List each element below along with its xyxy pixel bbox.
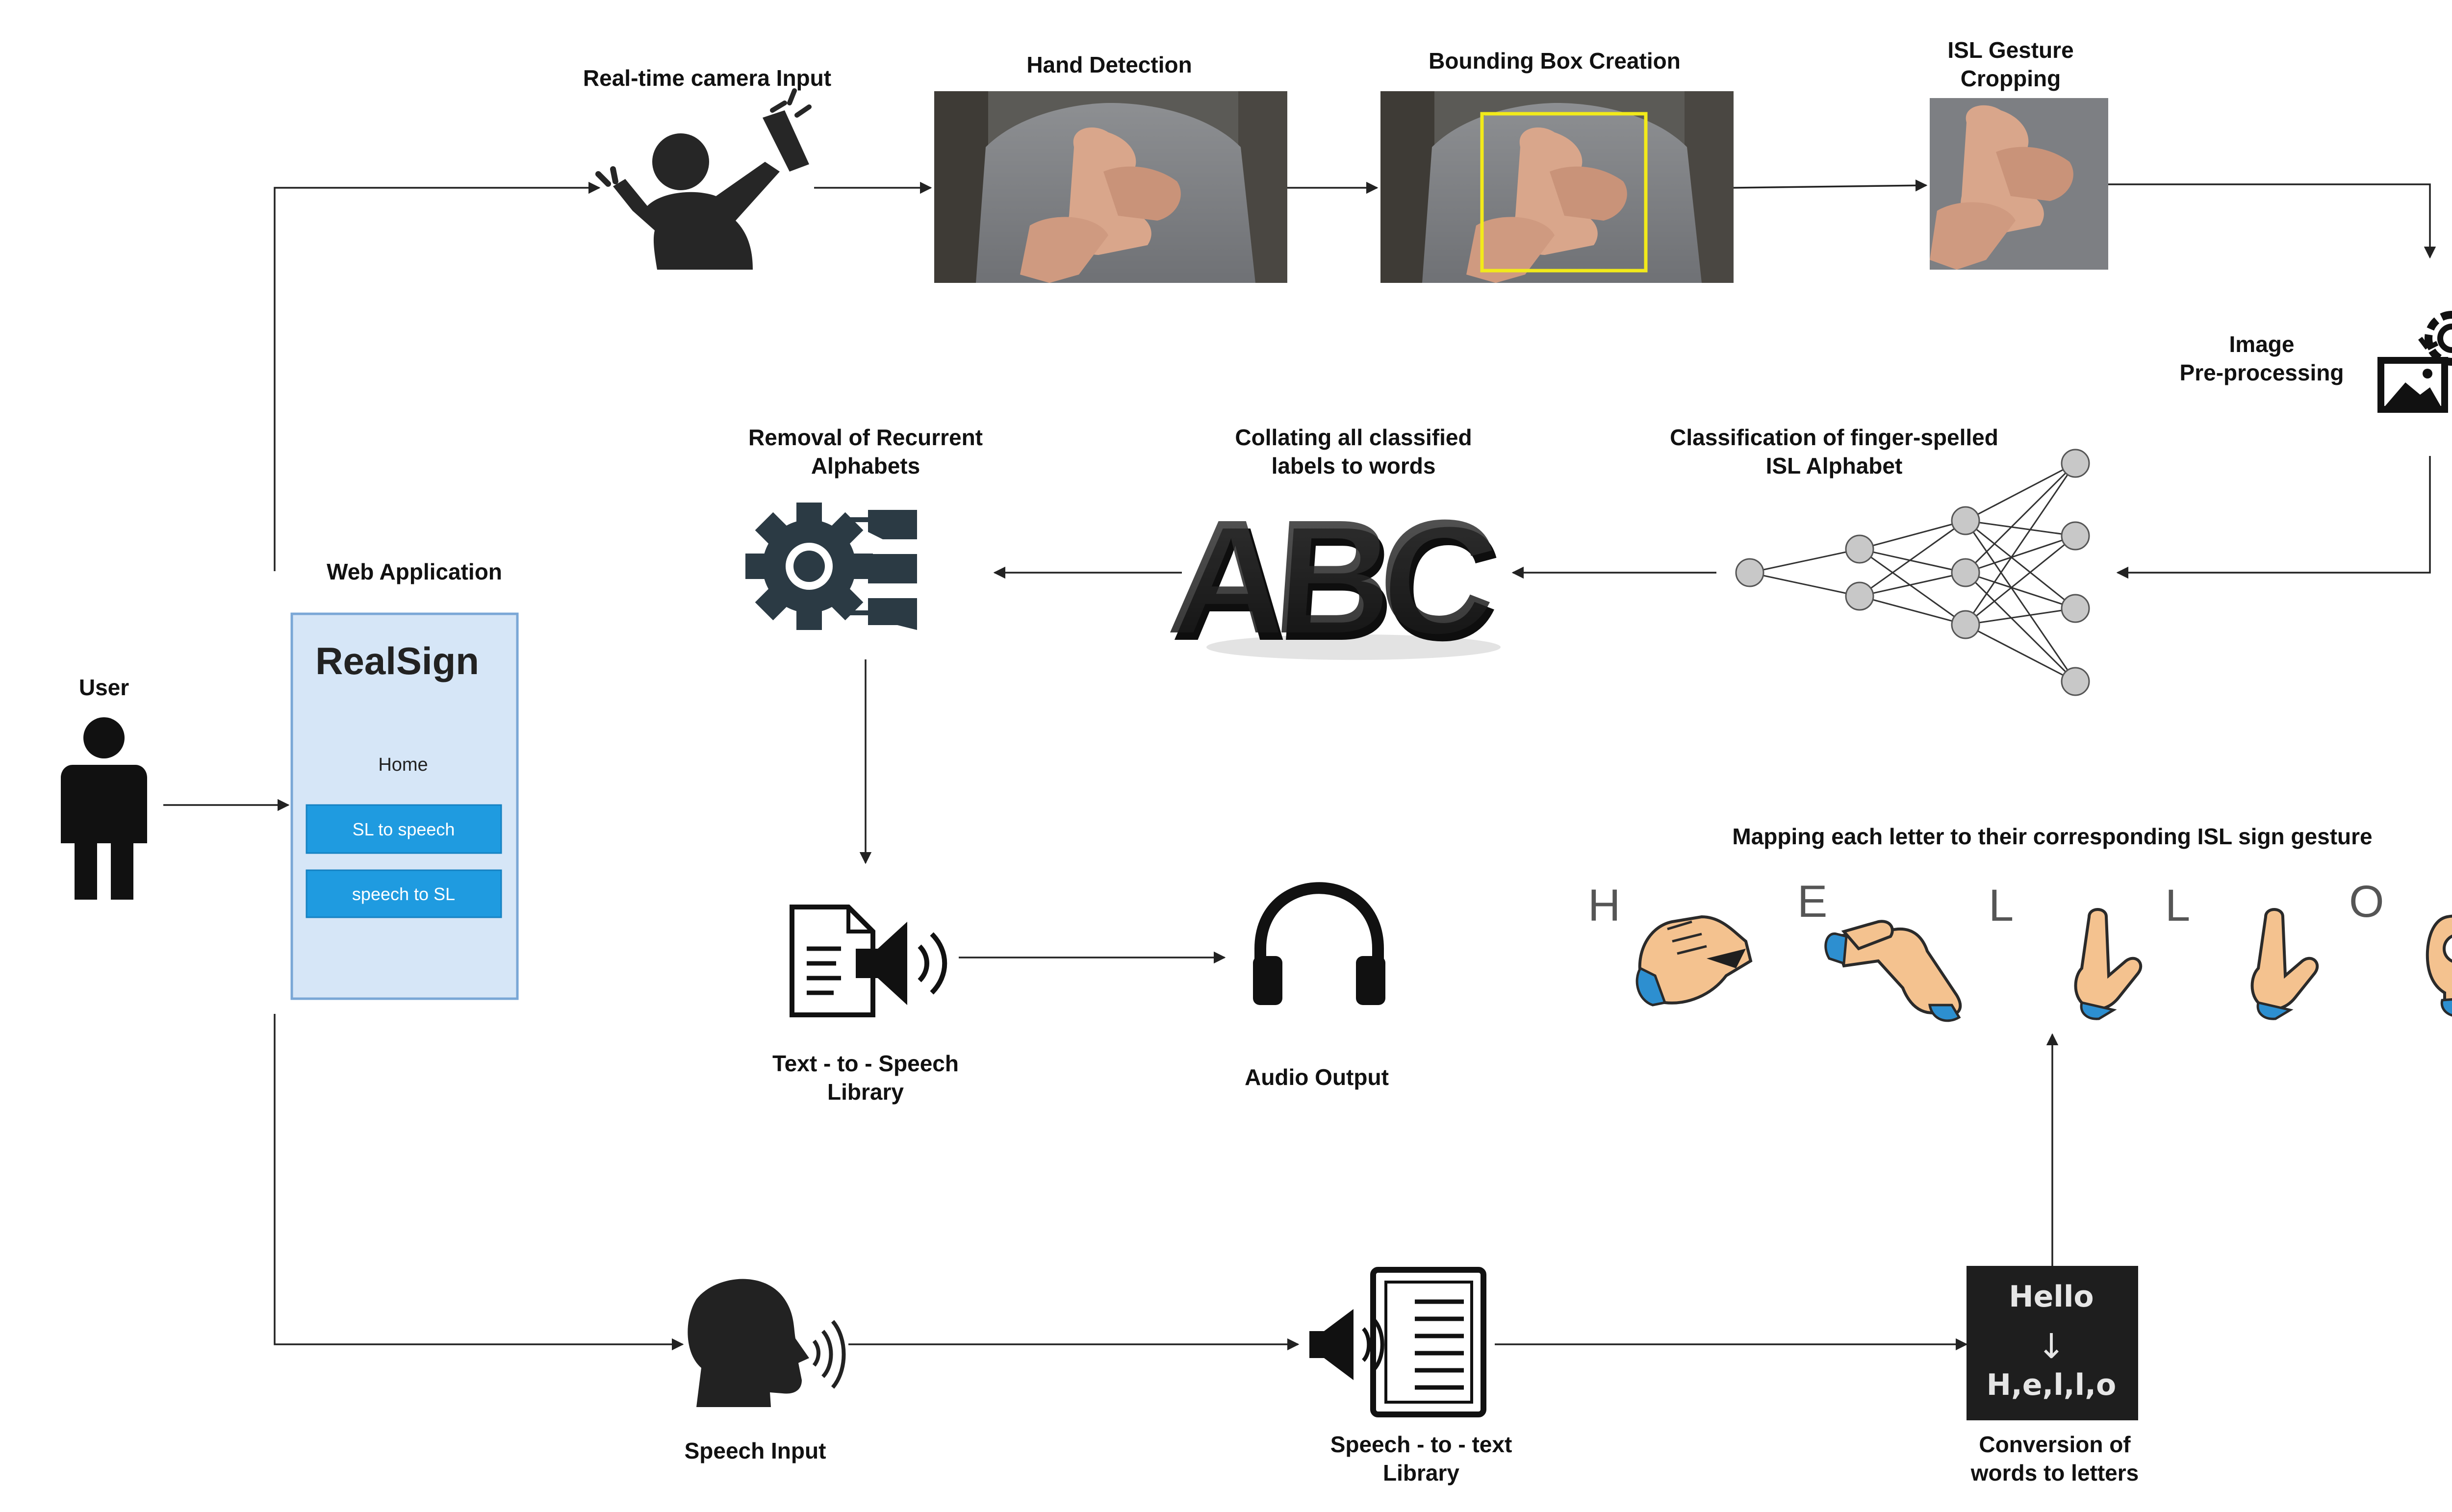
sign-hand-h-icon [1635,915,1753,1007]
sl-to-speech-button-label: SL to speech [353,819,455,839]
edge-preprocessing-to-classification [2116,456,2431,579]
bounding-box [1480,112,1648,273]
neural-network-nodes [1735,449,2090,696]
sign-hand-o-icon [2426,914,2452,1017]
sign-hand-l-icon-1 [2074,908,2143,1020]
label-web-application: Web Application [327,559,502,584]
text-to-speech-icon [790,905,947,1017]
image-preprocessing-icon [2377,311,2452,413]
label-camera-input: Real-time camera Input [583,65,831,91]
headphones-icon [1253,882,1385,1005]
label-speech-input: Speech Input [685,1438,826,1463]
web-application-screen: RealSign Home SL to speech speech to SL [290,612,519,1000]
edge-app-to-speech-input [274,1014,684,1351]
conversion-letters: H,e,l,l,o [1987,1368,2116,1402]
abc-letters-graphic: ABC ABC [1164,486,1504,675]
bounding-box-photo [1380,91,1734,283]
sign-letter-e: E [1797,877,1827,927]
sign-letter-l1: L [1989,881,2014,931]
cropped-gesture-photo [1930,98,2108,270]
sign-letter-h: H [1588,881,1620,931]
edge-cropping-to-preprocessing [2108,183,2436,259]
speaking-head-icon [688,1279,846,1407]
conversion-word: Hello [2009,1280,2094,1314]
label-hand-detection: Hand Detection [1026,52,1192,77]
neural-network-diagram [1749,462,2076,682]
label-mapping: Mapping each letter to their correspondi… [1732,824,2372,849]
speech-to-sl-button[interactable] [306,869,502,918]
sign-hand-l-icon-2 [2250,908,2319,1020]
hand-detection-photo [934,91,1287,283]
user-person-icon [61,717,147,900]
svg-text:ABC: ABC [1168,494,1504,675]
conversion-arrow: ↓ [2037,1326,2066,1366]
label-bounding-box-creation: Bounding Box Creation [1429,48,1681,74]
sign-hand-e-icon [1824,920,1962,1022]
edge-bbox-to-cropping [1733,179,1928,192]
gear-list-icon [745,503,917,630]
app-title: RealSign [315,639,479,682]
sign-letter-l2: L [2165,881,2190,931]
sl-to-speech-button[interactable] [306,804,502,854]
conversion-box: Hello ↓ H,e,l,l,o [1967,1266,2138,1420]
connectors [163,179,2436,1351]
speech-to-text-icon [1309,1267,1486,1417]
selfie-camera-icon [595,88,812,270]
speech-to-sl-button-label: speech to SL [352,884,455,904]
sign-letter-o: O [2349,877,2384,927]
label-user: User [79,675,129,700]
label-audio-output: Audio Output [1245,1064,1389,1090]
app-home-link[interactable]: Home [378,755,428,775]
svg-text:ABC: ABC [1164,486,1499,667]
edge-app-to-camera [274,181,601,571]
